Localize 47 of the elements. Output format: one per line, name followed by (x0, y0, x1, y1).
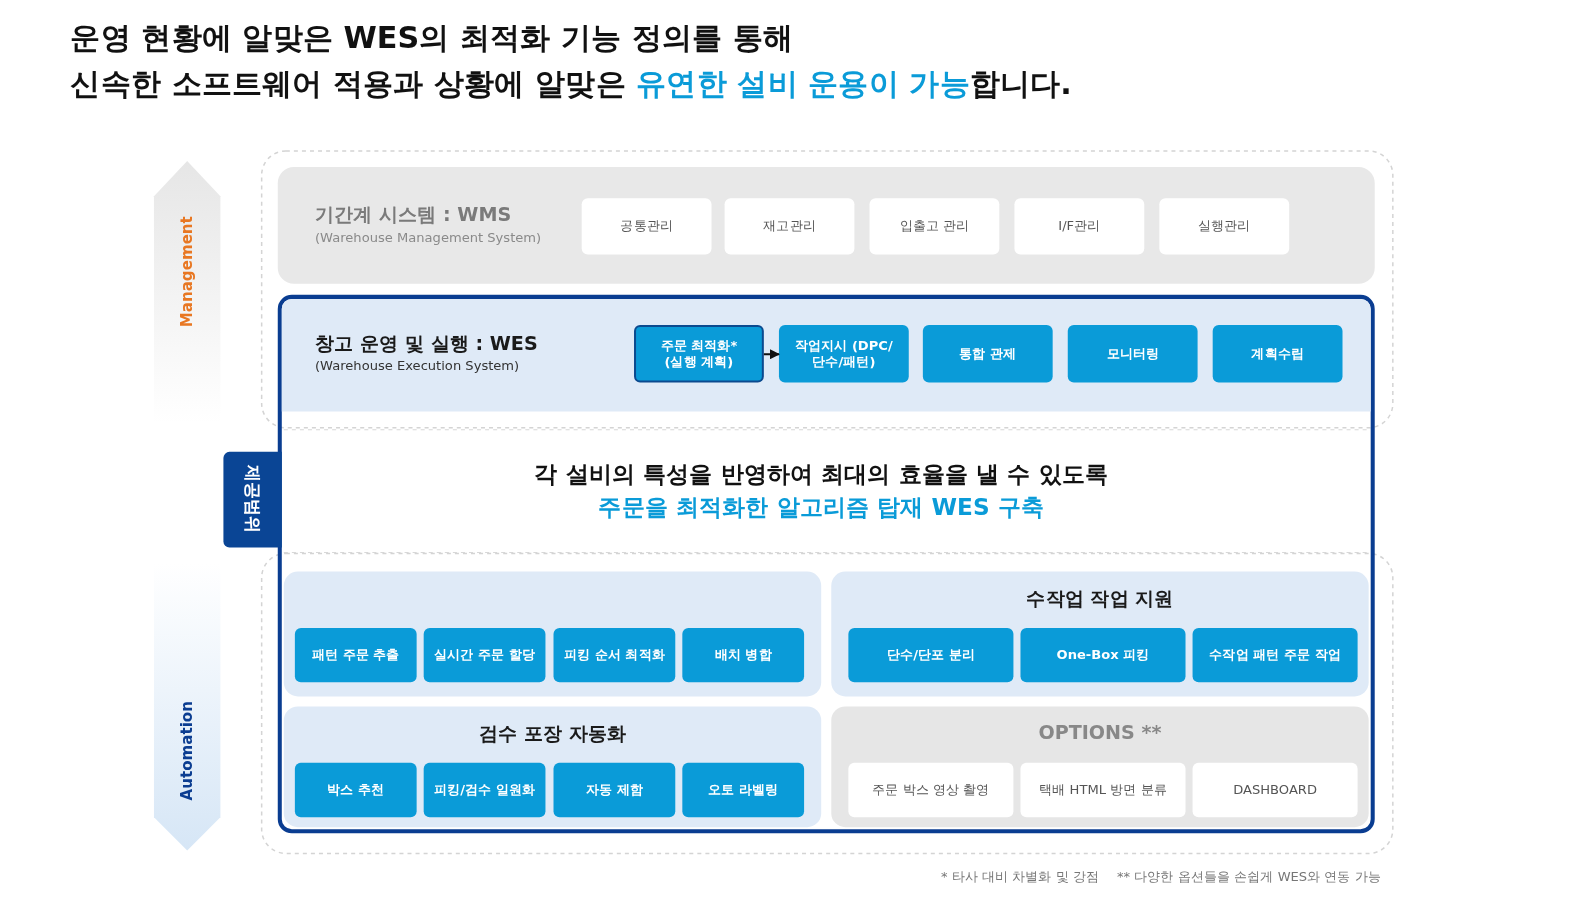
module-box: 작업지시 (DPC/단수/패턴) (778, 325, 909, 383)
system-band (281, 298, 1371, 412)
module-box: 피킹 순서 최적화 (553, 628, 676, 683)
scope-tab: 제공범위 (223, 451, 282, 548)
system-subtitle: (Warehouse Management System) (315, 229, 542, 245)
module-box: 주문 최적화* (실행 계획) (634, 325, 764, 383)
panel-heading: 수작업 작업 지원 (1025, 585, 1175, 611)
module-box: 오토 라벨링 (682, 762, 805, 818)
arrow (763, 349, 780, 360)
module-box: 패턴 주문 추출 (294, 628, 417, 683)
module-box: One-Box 피킹 (1020, 628, 1186, 683)
system-subtitle: (Warehouse Execution System) (315, 358, 520, 374)
module-box: 단수/단포 분리 (848, 628, 1014, 683)
group-panel (831, 706, 1369, 828)
module-box: 배치 병합 (682, 628, 805, 683)
system-title: 창고 운영 및 실행 : WES (315, 331, 538, 357)
panel-heading: OPTIONS ** (1037, 720, 1163, 743)
module-box: 박스 추천 (294, 762, 417, 818)
module-box: I/F관리 (1014, 198, 1145, 255)
title: 운영 현황에 알맞은 WES의 최적화 기능 정의를 통해 (70, 19, 794, 58)
module-box: 수작업 패턴 주문 작업 (1192, 628, 1358, 683)
module-box: 피킹/검수 일원화 (423, 762, 546, 818)
module-box: 실행관리 (1159, 198, 1290, 255)
module-box: 주문 박스 영상 촬영 (848, 762, 1014, 818)
scope-frame (277, 294, 1375, 834)
module-box: DASHBOARD (1192, 762, 1358, 818)
panel-heading: 검수 포장 자동화 (477, 720, 628, 746)
footnote: ** 다양한 옵션들을 손쉽게 WES와 연동 가능 (1117, 867, 1381, 886)
module-box: 계획수립 (1212, 325, 1343, 383)
module-box: 통합 관제 (922, 325, 1053, 383)
footnote: * 타사 대비 차별화 및 강점 (940, 867, 1100, 886)
module-box: 입출고 관리 (869, 198, 1000, 255)
group-panel (283, 706, 822, 828)
module-box: 모니터링 (1067, 325, 1198, 383)
module-box: 택배 HTML 방면 분류 (1020, 762, 1186, 818)
group-panel (831, 571, 1369, 697)
axis-label: Automation (178, 701, 197, 801)
title: 신속한 소프트웨어 적용과 상황에 알맞은 유연한 설비 운용이 가능합니다. (70, 64, 1072, 103)
statement: 각 설비의 특성을 반영하여 최대의 효율을 낼 수 있도록 (534, 459, 1109, 490)
module-box: 재고관리 (724, 198, 855, 255)
module-box: 실시간 주문 할당 (423, 628, 546, 683)
group-panel (283, 571, 822, 697)
module-box: 공통관리 (581, 198, 712, 255)
system-title: 기간계 시스템 : WMS (315, 202, 512, 228)
module-box: 자동 제함 (553, 762, 676, 818)
statement: 주문을 최적화한 알고리즘 탑재 WES 구축 (598, 493, 1044, 523)
axis-label: Management (178, 216, 197, 328)
